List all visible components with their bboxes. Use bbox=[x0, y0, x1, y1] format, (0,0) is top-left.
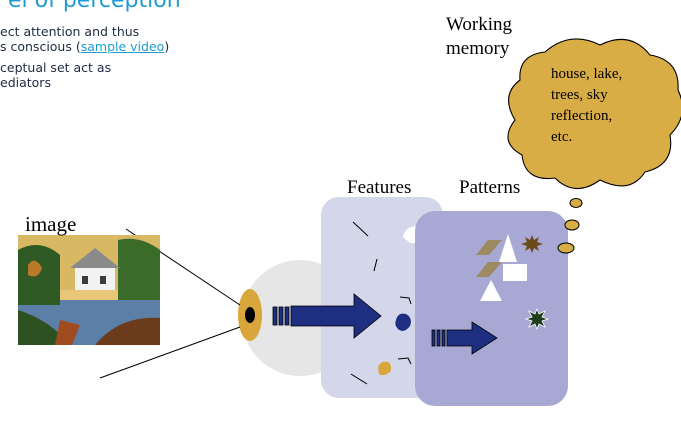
working-memory-label: Working memory bbox=[446, 14, 513, 59]
pattern-white-triangle-top bbox=[499, 234, 517, 262]
pattern-brown-bar-1 bbox=[476, 240, 502, 255]
pattern-dark-star bbox=[524, 307, 550, 331]
pattern-brown-bar-2 bbox=[476, 262, 502, 277]
thought-bubble-medium bbox=[564, 219, 580, 231]
pattern-brown-star bbox=[521, 235, 543, 253]
feature-blue-blob bbox=[395, 313, 411, 331]
eye-pupil bbox=[245, 307, 255, 323]
arrow-features-to-patterns bbox=[431, 321, 498, 355]
feature-line-marks bbox=[350, 221, 412, 385]
bullet-line-2: s conscious (sample video) bbox=[0, 39, 170, 54]
arrow-eye-to-features bbox=[272, 293, 382, 339]
features-panel bbox=[321, 197, 443, 398]
bullet-line-4: ediators bbox=[0, 75, 51, 90]
image-label: image bbox=[25, 212, 77, 236]
feature-gold-blob bbox=[378, 361, 392, 376]
painting-image bbox=[18, 235, 160, 345]
pattern-white-square bbox=[503, 264, 527, 281]
pattern-white-triangle-bottom bbox=[480, 280, 502, 301]
sample-video-link[interactable]: sample video bbox=[80, 39, 165, 54]
bullet-line-1: ect attention and thus bbox=[0, 24, 140, 39]
thought-bubble-small bbox=[569, 198, 583, 208]
thought-bubble-large bbox=[557, 242, 575, 254]
bullet-list: ect attention and thus s conscious (samp… bbox=[0, 24, 169, 90]
memory-contents: house, lake, trees, sky reflection, etc. bbox=[551, 66, 623, 145]
working-memory-cloud bbox=[507, 38, 681, 190]
sight-line-bottom bbox=[99, 326, 241, 379]
patterns-label: Patterns bbox=[459, 177, 521, 198]
patterns-panel bbox=[415, 211, 568, 406]
features-label: Features bbox=[347, 177, 412, 198]
bullet-line-3: ceptual set act as bbox=[0, 60, 112, 75]
slide-title: el of perception bbox=[8, 0, 181, 13]
